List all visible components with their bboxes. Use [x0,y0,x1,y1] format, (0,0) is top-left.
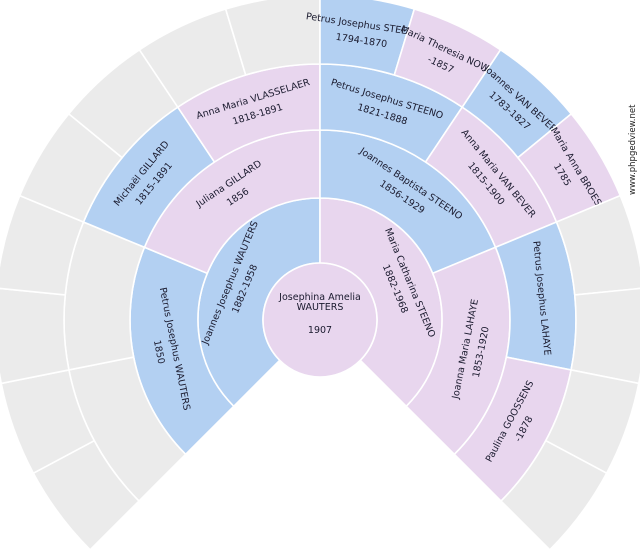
watermark: www.phpgedview.net [628,104,638,195]
root-person-given-name: Josephina Amelia [278,292,361,303]
root-person-surname: WAUTERS [297,302,344,313]
watermark-text: www.phpgedview.net [628,104,638,195]
empty-ancestor-segment [499,439,608,550]
ancestor-dates: 1850 [151,339,167,365]
root-person[interactable]: Josephina Amelia WAUTERS 1907 [262,262,378,378]
empty-ancestor-segment [0,287,70,385]
empty-ancestor-segment [570,287,640,385]
root-person-circle [262,262,378,378]
root-person-dates: 1907 [308,325,332,336]
